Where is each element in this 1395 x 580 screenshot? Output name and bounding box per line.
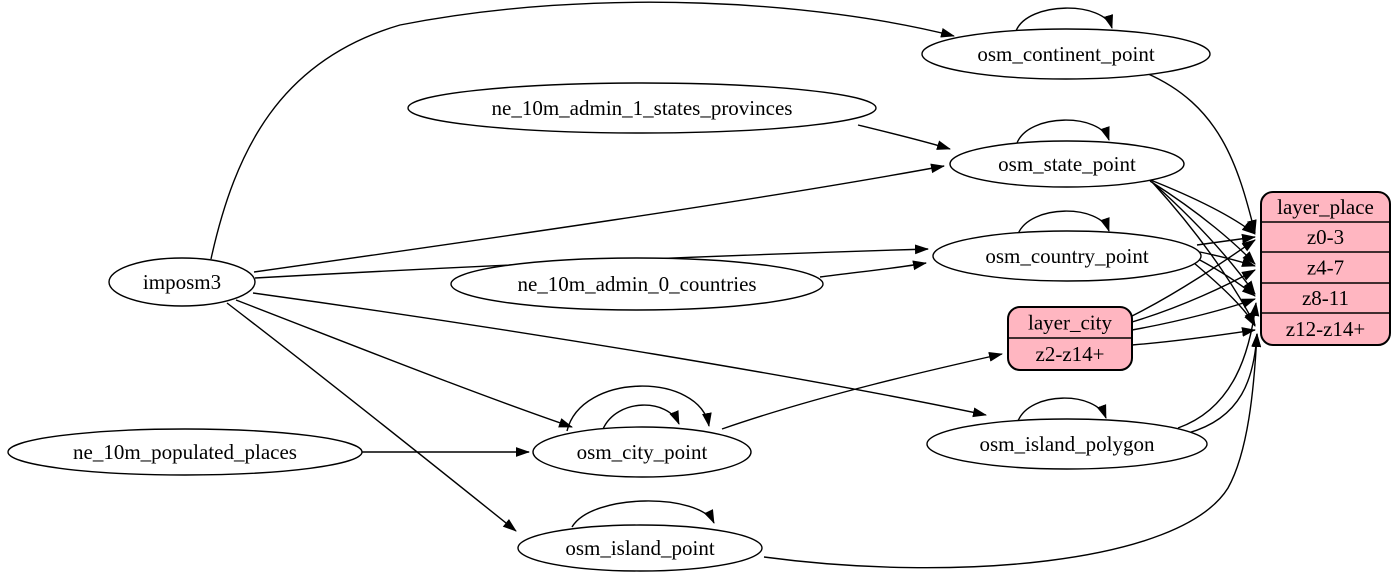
ne-10m-admin-0-countries-label: ne_10m_admin_0_countries — [517, 272, 756, 296]
node-osm-city-point: osm_city_point — [532, 426, 752, 478]
edge-osm-continent-point-to-layer-place-z0-3 — [1145, 72, 1257, 234]
edge-osm-island-point-to-osm-island-point — [571, 500, 715, 528]
node-imposm3: imposm3 — [108, 257, 256, 307]
osm-island-point-label: osm_island_point — [565, 536, 715, 560]
edge-imposm3-to-osm-island-point — [226, 302, 517, 532]
layer-place-title: layer_place — [1277, 195, 1374, 219]
edge-osm-state-point-to-osm-state-point — [1016, 119, 1110, 144]
edge-osm-island-point-to-layer-place-z12-z14- — [763, 333, 1262, 569]
node-osm-island-point: osm_island_point — [517, 524, 763, 572]
node-ne-10m-admin-1-states-provinces: ne_10m_admin_1_states_provinces — [407, 82, 877, 134]
ne-10m-populated-places-label: ne_10m_populated_places — [73, 440, 297, 464]
layer-place-row-z0-3: z0-3 — [1307, 225, 1344, 249]
node-ne-10m-admin-0-countries: ne_10m_admin_0_countries — [450, 257, 824, 311]
edge-imposm3-to-osm-island-polygon — [252, 292, 987, 418]
osm-island-polygon-label: osm_island_polygon — [979, 432, 1155, 456]
edge-layer-city-to-layer-place-z4-7 — [1131, 269, 1256, 323]
record-layer-city: layer_city z2-z14+ — [1007, 306, 1133, 371]
edge-osm-country-point-to-layer-place-z8-11 — [1197, 258, 1256, 297]
edge-osm-continent-point-to-osm-continent-point — [1015, 7, 1113, 32]
ne-10m-populated-places-ellipse — [7, 428, 363, 476]
edge-imposm3-to-osm-continent-point — [210, 1, 955, 260]
edge-osm-state-point-to-layer-place-z0-3 — [1147, 178, 1256, 235]
node-osm-state-point: osm_state_point — [949, 140, 1185, 188]
osm-continent-point-ellipse — [921, 28, 1211, 80]
node-osm-country-point: osm_country_point — [932, 230, 1202, 282]
osm-country-point-label: osm_country_point — [985, 244, 1148, 268]
layer-place-box — [1260, 191, 1391, 346]
edge-osm-city-point-to-layer-city-z2-z14- — [721, 352, 1003, 430]
edge-osm-island-polygon-to-layer-place-z8-11 — [1177, 302, 1260, 429]
ne-10m-admin-1-states-provinces-label: ne_10m_admin_1_states_provinces — [492, 96, 793, 120]
edge-ne-10m-admin-1-states-provinces-to-osm-state-point — [857, 124, 951, 150]
node-osm-island-polygon: osm_island_polygon — [926, 418, 1208, 470]
node-osm-continent-point: osm_continent_point — [921, 28, 1211, 80]
osm-state-point-label: osm_state_point — [998, 152, 1136, 176]
layer-place-row-z4-7: z4-7 — [1307, 256, 1344, 280]
edge-imposm3-to-osm-state-point — [253, 163, 945, 273]
edge-osm-city-point-to-osm-city-point-inner — [602, 404, 680, 430]
imposm3-label: imposm3 — [143, 270, 221, 294]
layer-city-title: layer_city — [1028, 311, 1112, 335]
layer-place-row-z8-11: z8-11 — [1302, 286, 1349, 310]
edge-osm-country-point-to-layer-place-z12-z14- — [1193, 262, 1256, 327]
osm-country-point-ellipse — [932, 230, 1202, 282]
edge-osm-country-point-to-layer-place-z0-3 — [1196, 233, 1256, 246]
osm-island-point-ellipse — [517, 524, 763, 572]
edge-osm-country-point-to-osm-country-point — [1017, 210, 1110, 235]
osm-state-point-ellipse — [949, 140, 1185, 188]
edge-ne-10m-admin-0-countries-to-osm-country-point — [819, 260, 927, 278]
ne-10m-admin-1-states-provinces-ellipse — [407, 82, 877, 134]
edge-osm-country-point-to-layer-place-z4-7 — [1199, 251, 1256, 267]
node-ne-10m-populated-places: ne_10m_populated_places — [7, 428, 363, 476]
layer-place-row-z12-z14-: z12-z14+ — [1286, 317, 1365, 341]
edge-layer-city-to-layer-place-z0-3 — [1131, 239, 1256, 317]
osm-island-polygon-ellipse — [926, 418, 1208, 470]
layer-city-row-z2-z14-: z2-z14+ — [1036, 342, 1105, 366]
edge-osm-city-point-to-osm-city-point — [566, 385, 712, 432]
record-layer-place: layer_place z0-3 z4-7 z8-11 z12-z14+ — [1260, 191, 1391, 346]
edge-layer-city-to-layer-place-z12-z14- — [1131, 327, 1256, 346]
ne-10m-admin-0-countries-ellipse — [450, 257, 824, 311]
edge-osm-state-point-to-layer-place-z4-7 — [1149, 180, 1256, 265]
edge-imposm3-to-osm-city-point — [235, 299, 573, 428]
osm-city-point-label: osm_city_point — [577, 440, 708, 464]
osm-city-point-ellipse — [532, 426, 752, 478]
osm-continent-point-label: osm_continent_point — [977, 42, 1154, 66]
edge-layer-city-to-layer-place-z8-11 — [1131, 298, 1256, 331]
imposm3-ellipse — [108, 257, 256, 307]
edge-osm-island-polygon-to-osm-island-polygon — [1017, 397, 1107, 422]
